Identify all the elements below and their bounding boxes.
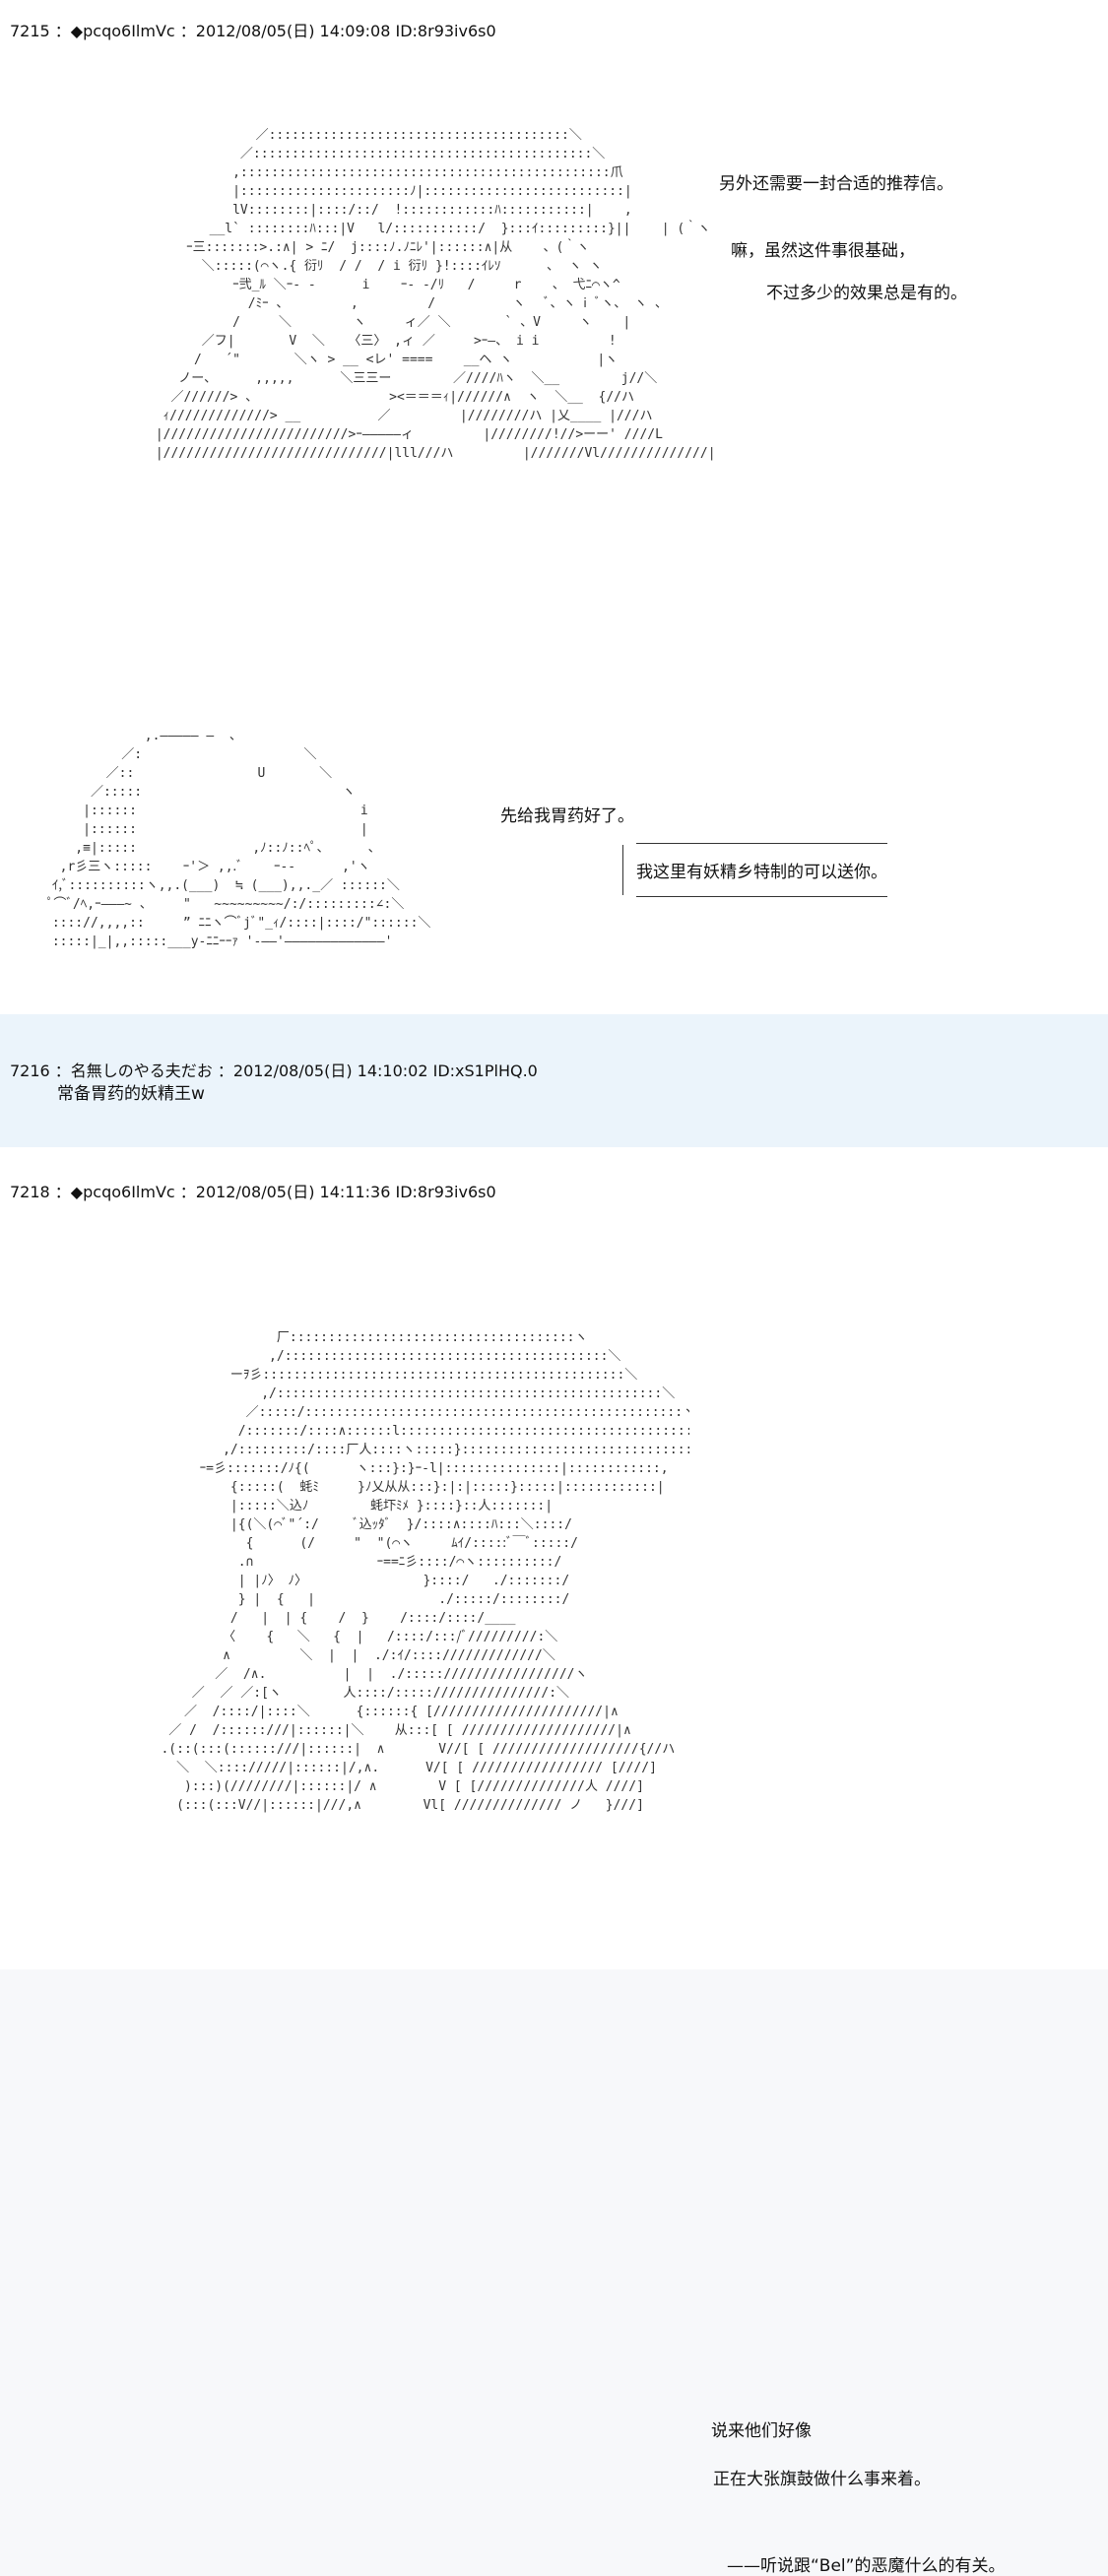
ascii-art-character: 厂:::::::::::::::::::::::::::::::::::::ヽ … <box>161 1330 689 1813</box>
bubble-bottom-border <box>636 896 887 897</box>
post-7216: 7216 ：名無しのやる夫だお ：2012/08/05(日) 14:10:02 … <box>0 1014 1108 1147</box>
dialogue-line: 嘛，虽然这件事很基础， <box>731 241 915 261</box>
post-header: 7216 ：名無しのやる夫だお ：2012/08/05(日) 14:10:02 … <box>10 1062 538 1080</box>
bubble-top-border <box>636 843 887 844</box>
post-header: 7215 ：◆pcqo6IlmVc ：2012/08/05(日) 14:09:0… <box>10 22 496 40</box>
ascii-art-character: ／:::::::::::::::::::::::::::::::::::::::… <box>155 128 716 461</box>
ascii-art-character: ,.――――― ― 、 ／: ＼ ／:: U ＼ ／::::: ヽ |:::::… <box>44 729 431 949</box>
post-7215: 7215 ：◆pcqo6IlmVc ：2012/08/05(日) 14:09:0… <box>0 0 1108 1014</box>
dialogue-line: 正在大张旗鼓做什么事来着。 <box>713 2470 931 2489</box>
dialogue-line: 先给我胃药好了。 <box>500 806 634 826</box>
bubble-left-border <box>622 845 623 895</box>
dialogue-line: 我这里有妖精乡特制的可以送你。 <box>636 863 887 882</box>
dialogue-line: ——听说跟“Bel”的恶魔什么的有关。 <box>727 2556 1006 2576</box>
dialogue-line: 不过多少的效果总是有的。 <box>766 284 967 303</box>
dialogue-line: 另外还需要一封合适的推荐信。 <box>719 174 953 194</box>
speech-bubble: 我这里有妖精乡特制的可以送你。 <box>619 843 905 897</box>
post-body: 常备胃药的妖精王w <box>57 1084 205 1104</box>
dialogue-line: 说来他们好像 <box>711 2421 812 2441</box>
post-header: 7218 ：◆pcqo6IlmVc ：2012/08/05(日) 14:11:3… <box>10 1183 496 1201</box>
post-7218: 7218 ：◆pcqo6IlmVc ：2012/08/05(日) 14:11:3… <box>0 1147 1108 2576</box>
